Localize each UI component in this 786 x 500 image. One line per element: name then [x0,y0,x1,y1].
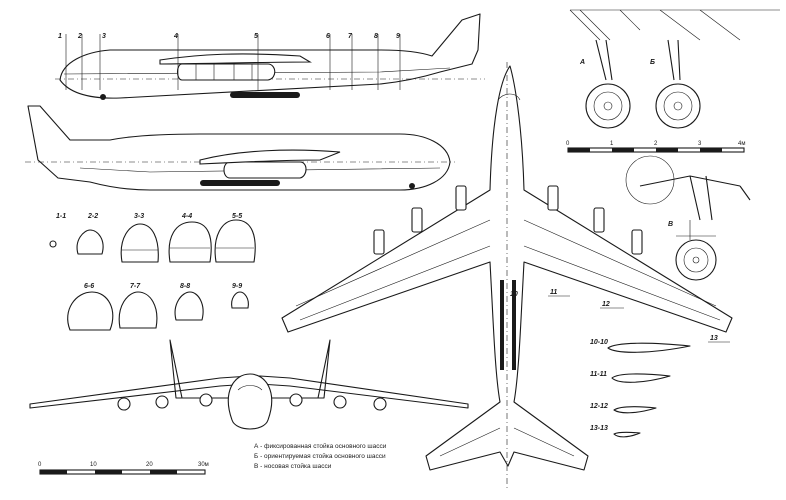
station-label: 6 [326,33,330,40]
section-label: 5-5 [232,213,242,220]
fuselage-cross-sections: 1-1 2-2 3-3 4-4 5-5 6-6 7-7 8-8 9-9 [49,213,256,331]
section-label: 4-4 [181,213,192,220]
section-label: 12-12 [590,403,608,410]
station-label: 5 [254,33,258,40]
section-label: 2-2 [87,213,98,220]
legend-line: А - фиксированная стойка основного шасси [254,442,387,450]
section-label: 6-6 [84,283,94,290]
main-scale-bar: 0 10 20 30м [38,462,209,475]
scale-tick-label: 30м [198,462,209,468]
side-view-station-markers: 1 2 3 4 5 6 7 8 9 [58,33,401,90]
scale-tick-label: 0 [566,141,570,147]
plan-marker-label: 10 [510,291,518,298]
station-label: 8 [374,33,378,40]
side-view-top: 1 2 3 4 5 6 7 8 9 [55,13,485,100]
plan-marker-label: 11 [550,289,557,296]
scale-tick-label: 4м [738,141,745,147]
scale-tick-label: 20 [146,462,153,468]
plan-marker-label: 13 [710,335,718,342]
gear-callout: А [579,59,585,66]
scale-tick-label: 3 [698,141,702,147]
main-gear-detail: А Б [569,9,780,129]
gear-callout: Б [650,59,655,66]
plan-view-engines [373,185,643,255]
legend-line: Б - ориентируемая стойка основного шасси [254,452,386,460]
plan-marker-label: 12 [602,301,610,308]
scale-tick-label: 1 [610,141,614,147]
front-view-engines [117,393,387,411]
plan-view: 10 11 12 13 [281,62,733,490]
gear-callout: В [668,221,673,228]
gear-scale-bar: 0 1 2 3 4м [566,141,745,153]
section-label: 8-8 [180,283,190,290]
section-label: 11-11 [590,371,607,378]
front-view [29,339,469,430]
scale-tick-label: 2 [654,141,658,147]
section-label: 1-1 [56,213,66,220]
side-view-bottom [25,105,455,191]
scale-tick-label: 10 [90,462,97,468]
section-label: 10-10 [590,339,608,346]
section-label: 7-7 [130,283,141,290]
station-label: 1 [58,33,62,40]
landing-gear-legend: А - фиксированная стойка основного шасси… [254,442,387,470]
wing-airfoil-sections: 10-10 11-11 12-12 13-13 [590,339,691,438]
nose-gear-detail: В [625,155,751,281]
scale-tick-label: 0 [38,462,42,468]
station-label: 4 [173,33,178,40]
station-label: 7 [348,33,353,40]
station-label: 9 [396,33,400,40]
legend-line: В - носовая стойка шасси [254,462,332,470]
section-label: 3-3 [134,213,144,220]
station-label: 2 [77,33,82,40]
section-label: 13-13 [590,425,608,432]
section-label: 9-9 [232,283,242,290]
station-label: 3 [102,33,106,40]
